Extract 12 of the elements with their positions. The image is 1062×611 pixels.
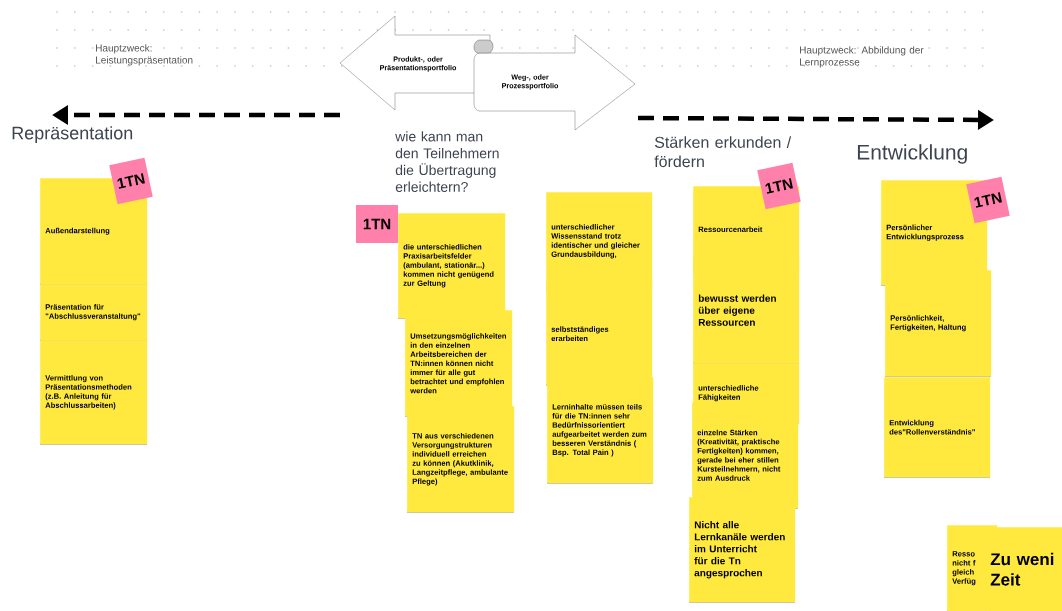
heading: wie kann man den Teilnehmern die Übertragung erleichtern? — [395, 131, 499, 192]
sticky-note: 1TN — [109, 157, 153, 205]
heading: Repräsentation — [12, 126, 133, 143]
sticky-note: 1TN — [356, 205, 398, 243]
sticky-note: Zu weni Zeit — [985, 527, 1062, 611]
sticky-note: Nicht alle Lernkanäle werden im Unterricht für die Tn angesprochen — [689, 497, 796, 603]
sticky-note: 1TN — [966, 176, 1010, 224]
heading: Entwicklung — [857, 144, 967, 164]
heading: Hauptzweck: Abbildung der Lernprozesse — [800, 46, 924, 68]
heading: Hauptzweck: Leistungspräsentation — [96, 44, 193, 66]
sticky-note: bewusst werden über eigene Ressourcen — [693, 257, 800, 364]
sticky-note: 1TN — [757, 162, 801, 210]
